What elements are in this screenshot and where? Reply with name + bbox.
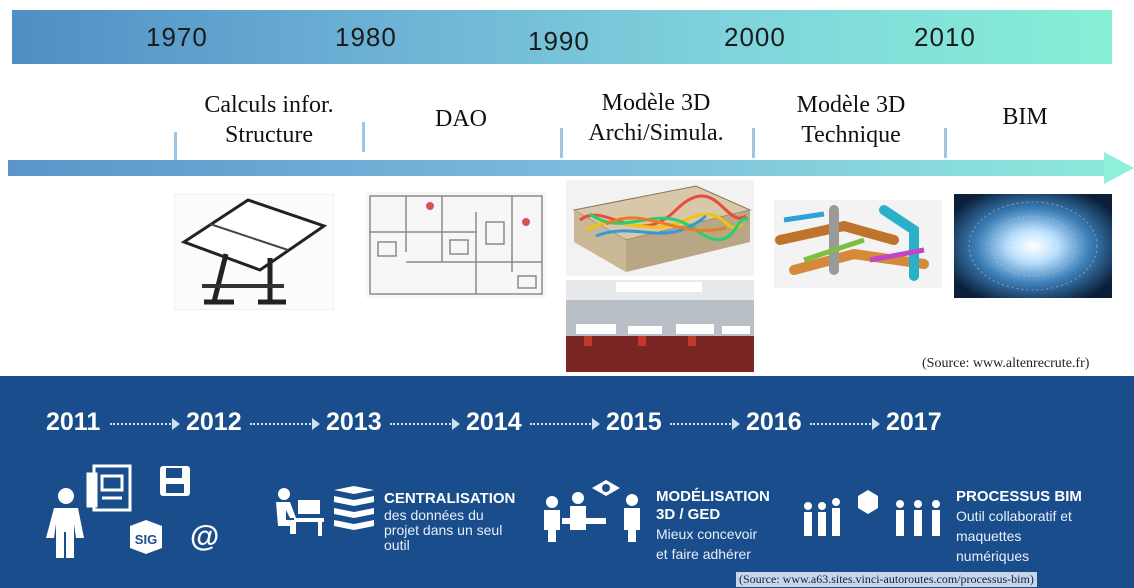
team-collaboration-icon — [804, 490, 940, 536]
office-interior-image — [566, 280, 754, 372]
year-2016: 2016 — [746, 408, 802, 436]
floppy-disk-icon — [160, 466, 190, 496]
era-calculs: Calculs infor. Structure — [176, 90, 362, 150]
database-stack-icon — [334, 486, 374, 530]
era-label-line2: Structure — [225, 122, 313, 148]
phase-text-line: outil — [384, 537, 410, 553]
phase-processus-bim: PROCESSUS BIM Outil collaboratif et maqu… — [956, 488, 1116, 566]
decade-1990: 1990 — [528, 26, 590, 56]
year-connector — [670, 418, 740, 430]
meeting-group-icon — [544, 480, 640, 542]
sig-label: SIG — [135, 532, 157, 547]
era-label-line1: Calculs infor. — [204, 92, 334, 118]
phase-centralisation: CENTRALISATION des données du projet dan… — [384, 490, 534, 553]
timeline-tick — [174, 132, 177, 162]
era-3d-archi: Modèle 3D Archi/Simula. — [556, 88, 756, 148]
year-2013: 2013 — [326, 408, 382, 436]
phase1-icons: SIG @ — [46, 464, 219, 558]
era-dao: DAO — [366, 104, 556, 134]
timeline-tick — [560, 128, 563, 158]
person-icon — [46, 488, 84, 558]
phase-text-line: des données du — [384, 507, 484, 523]
simulation-3d-image — [566, 180, 754, 276]
phase-text-line: projet dans un seul — [384, 522, 503, 538]
timeline-tick — [944, 128, 947, 158]
year-connector — [250, 418, 320, 430]
year-connector — [110, 418, 180, 430]
bim-data-tunnel-image — [954, 194, 1112, 298]
era-label-line2: Archi/Simula. — [588, 120, 724, 146]
era-label-line1: DAO — [435, 106, 487, 132]
decade-band — [12, 10, 1112, 64]
phase-text-line: Mieux concevoir — [656, 526, 758, 542]
floor-plan-image — [366, 192, 546, 298]
year-2012: 2012 — [186, 408, 242, 436]
era-bim: BIM — [950, 102, 1100, 132]
person-at-desk-icon — [276, 488, 324, 536]
decade-2000: 2000 — [724, 22, 786, 52]
phase-modelisation: MODÉLISATION 3D / GED Mieux concevoir et… — [656, 488, 786, 564]
year-2014: 2014 — [466, 408, 522, 436]
at-sign-icon: @ — [190, 520, 219, 553]
year-connector — [530, 418, 600, 430]
phase-text-line: numériques — [956, 548, 1030, 564]
phase-subtitle: 3D / GED — [656, 506, 721, 523]
year-connector — [810, 418, 880, 430]
era-label-line1: BIM — [1002, 104, 1048, 130]
phase-title: CENTRALISATION — [384, 490, 516, 507]
phase-title: PROCESSUS BIM — [956, 488, 1082, 505]
era-label-line1: Modèle 3D — [796, 92, 906, 118]
phase-text-line: et faire adhérer — [656, 546, 751, 562]
year-2011: 2011 — [46, 408, 101, 436]
blueprint-icon — [86, 464, 132, 512]
phase-text-line: Outil collaboratif et — [956, 508, 1072, 524]
decade-1970: 1970 — [146, 22, 208, 52]
decade-1980: 1980 — [335, 22, 397, 52]
year-2015: 2015 — [606, 408, 662, 436]
timeline-arrow — [8, 160, 1106, 176]
technical-3d-image — [774, 200, 942, 288]
year-connector — [390, 418, 460, 430]
year-2017: 2017 — [886, 408, 942, 436]
era-label-line1: Modèle 3D — [601, 90, 711, 116]
source-top: (Source: www.altenrecrute.fr) — [922, 356, 1090, 371]
timeline-tick — [362, 122, 365, 152]
era-3d-technique: Modèle 3D Technique — [756, 90, 946, 150]
source-bottom: (Source: www.a63.sites.vinci-autoroutes.… — [736, 572, 1037, 587]
timeline-arrow-head — [1104, 152, 1134, 184]
timeline-tick — [752, 128, 755, 158]
phase-text-line: maquettes — [956, 528, 1022, 544]
phase2-icons — [276, 486, 374, 536]
era-label-line2: Technique — [801, 122, 901, 148]
phase-title: MODÉLISATION — [656, 488, 770, 505]
decade-2010: 2010 — [914, 22, 976, 52]
sig-badge-icon: SIG — [130, 520, 162, 554]
drafting-table-image — [174, 194, 334, 310]
